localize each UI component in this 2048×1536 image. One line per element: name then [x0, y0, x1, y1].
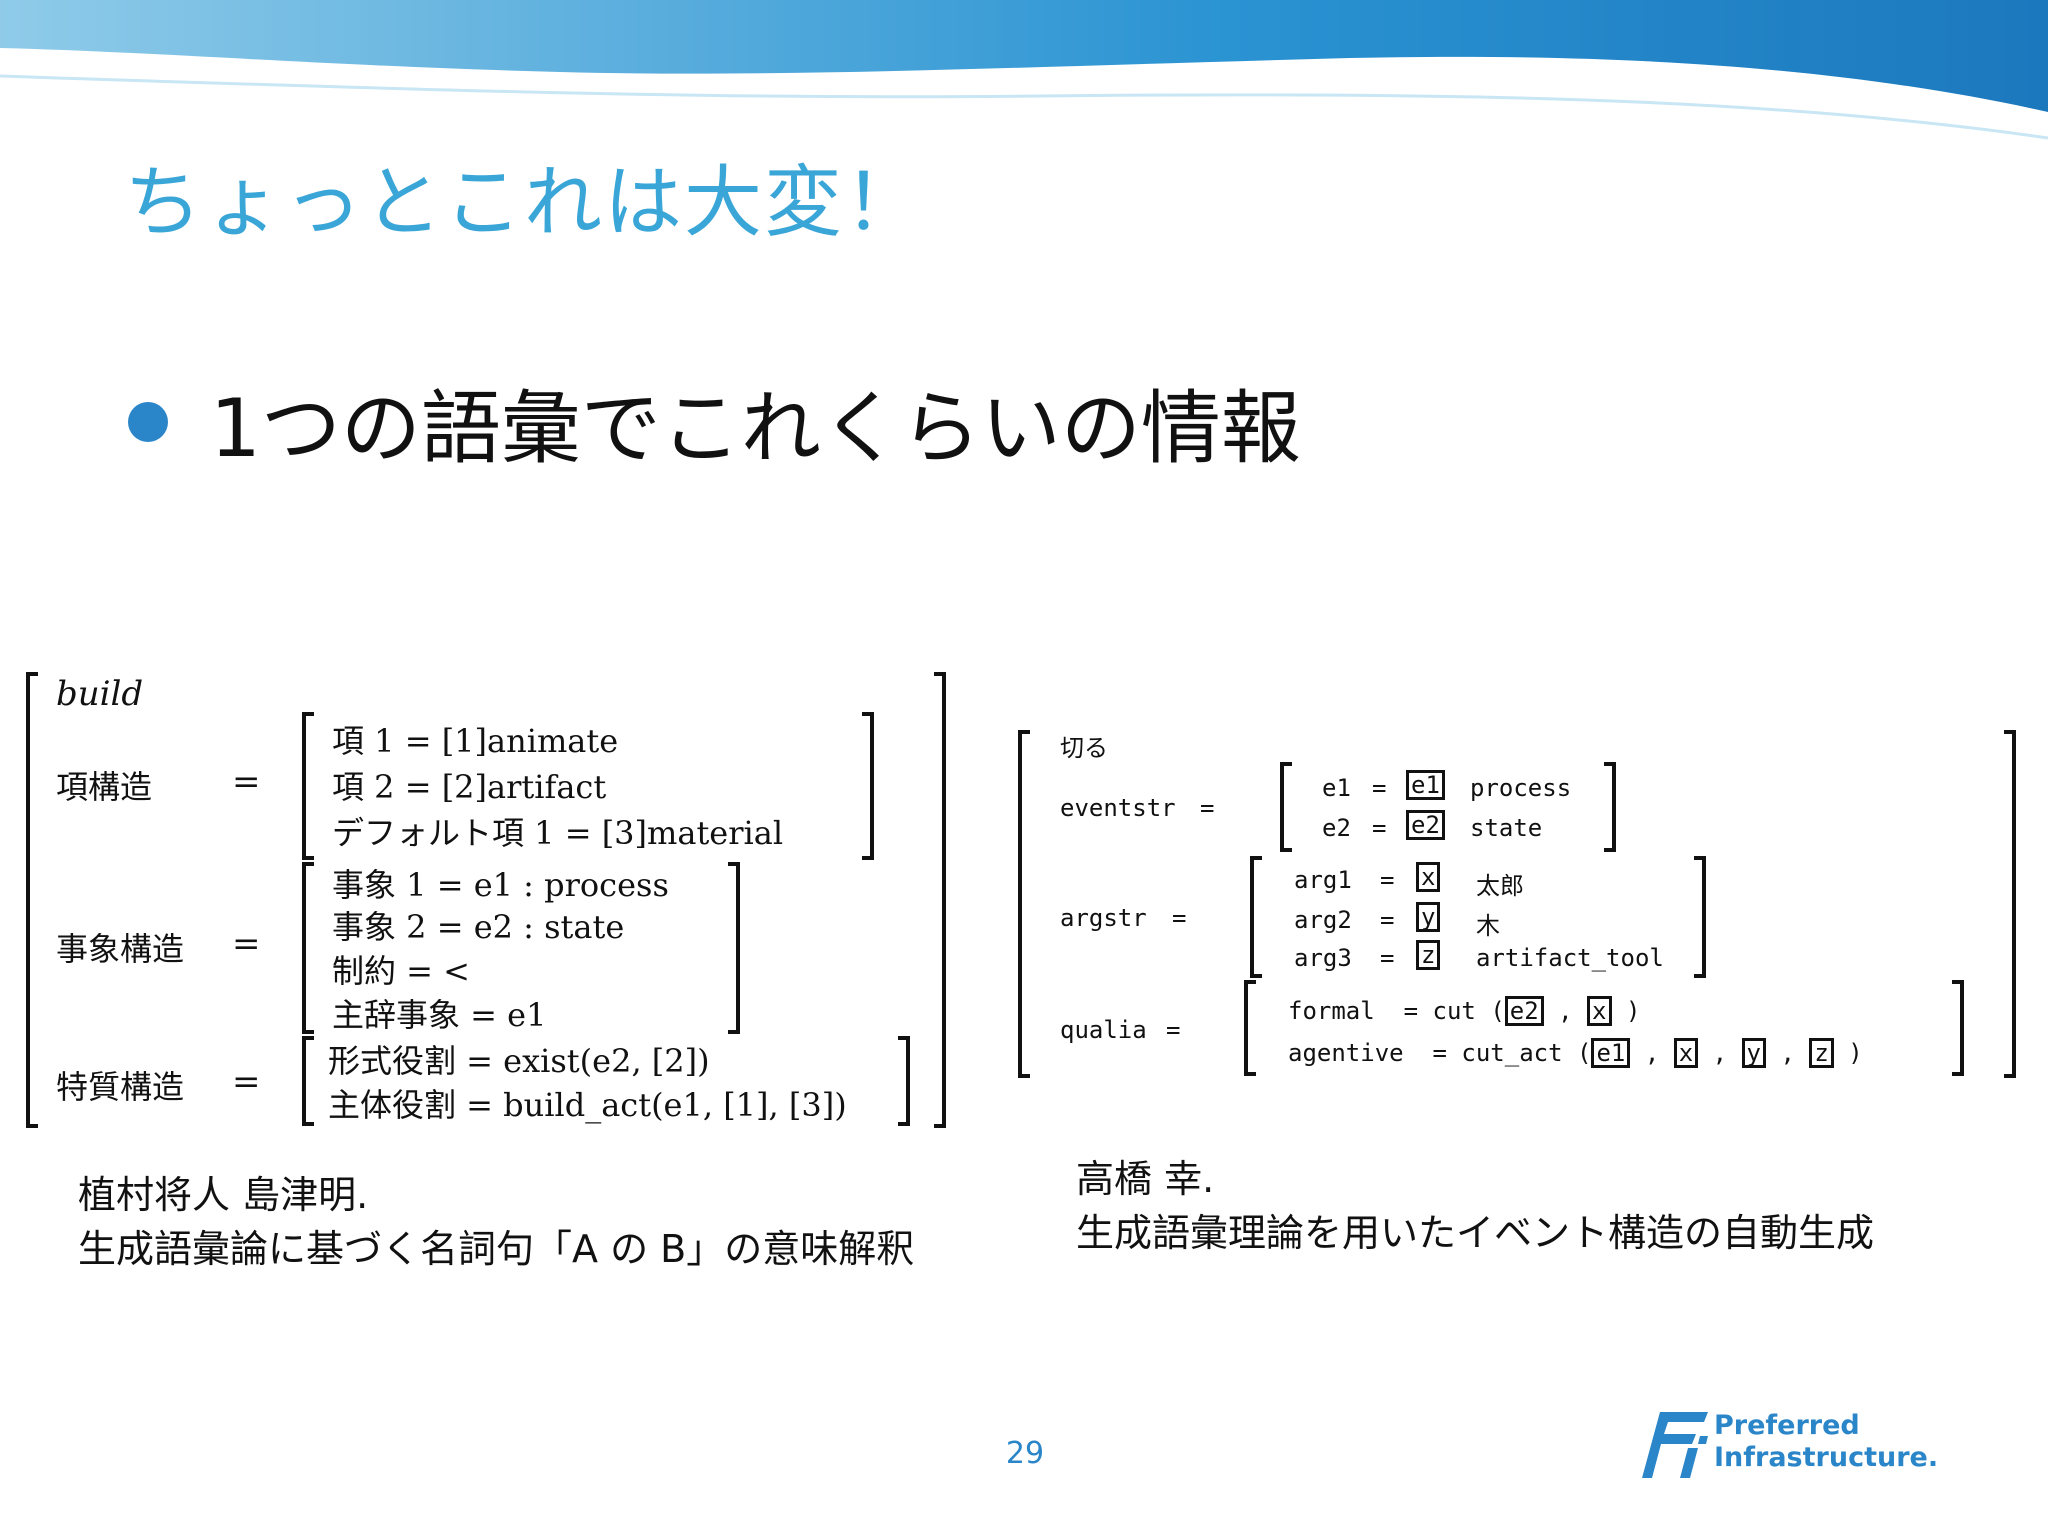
right-brackets [1018, 730, 2016, 1078]
qualia-structure-label: 特質構造 [56, 1068, 185, 1106]
eventstr-row-value: state [1470, 814, 1543, 842]
logo-mark-icon [1642, 1412, 1708, 1478]
arg-item: デフォルト項 1 = [3]material [332, 814, 784, 852]
argstr-row-value: 太郎 [1476, 872, 1524, 900]
left-head-word: build [56, 674, 144, 714]
argstr-row-eq: = [1380, 866, 1395, 894]
bullet-text: 1つの語彙でこれくらいの情報 [210, 382, 1301, 475]
eventstr-row-value: process [1470, 774, 1572, 802]
eventstr-row-tag: e1 [1406, 770, 1445, 800]
event-item: 主辞事象 = e1 [332, 996, 547, 1034]
qualia-structure-eq: = [232, 1062, 261, 1102]
qualia-eq: = [1166, 1016, 1181, 1044]
event-structure-eq: = [232, 924, 261, 964]
left-citation-authors: 植村将人 島津明. [78, 1173, 369, 1217]
logo-text: Preferred Infrastructure. [1714, 1410, 1939, 1473]
company-logo: Preferred Infrastructure. [1642, 1406, 1962, 1486]
eventstr-label: eventstr [1060, 794, 1176, 822]
event-item: 事象 1 = e1 : process [332, 866, 669, 904]
argstr-row-value: 木 [1476, 912, 1500, 940]
right-citation-title: 生成語彙理論を用いたイベント構造の自動生成 [1076, 1211, 1875, 1255]
qualia-item: 形式役割 = exist(e2, [2]) [328, 1042, 710, 1080]
left-citation-title: 生成語彙論に基づく名詞句「A の B」の意味解釈 [78, 1227, 915, 1271]
qualia-label: qualia [1060, 1016, 1147, 1044]
bullet-item: 1つの語彙でこれくらいの情報 [128, 364, 1301, 480]
argstr-row-eq: = [1380, 906, 1395, 934]
left-feature-structure: build 項構造 = 項 1 = [1]animate 項 2 = [2]ar… [22, 670, 952, 1130]
header-wave-decoration [0, 0, 2048, 140]
right-citation-author: 高橋 幸. [1076, 1157, 1215, 1201]
eventstr-row-name: e1 [1322, 774, 1351, 802]
argstr-row-eq: = [1380, 944, 1395, 972]
argstr-row-tag: y [1416, 902, 1441, 932]
eventstr-eq: = [1200, 794, 1215, 822]
event-structure-label: 事象構造 [56, 930, 185, 968]
arg-structure-label: 項構造 [56, 768, 153, 806]
event-item: 事象 2 = e2 : state [332, 908, 625, 946]
eventstr-row-eq: = [1372, 774, 1387, 802]
arg-item: 項 2 = [2]artifact [332, 768, 607, 806]
bullet-dot-icon [128, 402, 168, 442]
argstr-label: argstr [1060, 904, 1147, 932]
qualia-formal-row: formal = cut (e2 , x ) [1288, 996, 1641, 1026]
argstr-row-value: artifact_tool [1476, 944, 1664, 972]
eventstr-row-tag: e2 [1406, 810, 1445, 840]
left-brackets [26, 672, 946, 1128]
eventstr-row-eq: = [1372, 814, 1387, 842]
argstr-row-tag: z [1416, 940, 1441, 970]
page-number: 29 [1005, 1436, 1045, 1471]
argstr-row-name: arg3 [1294, 944, 1352, 972]
eventstr-row-name: e2 [1322, 814, 1351, 842]
right-citation: 高橋 幸. 生成語彙理論を用いたイベント構造の自動生成 [1076, 1152, 1874, 1260]
argstr-row-name: arg2 [1294, 906, 1352, 934]
right-feature-structure: 切る eventstr = e1 = e1 process e2 = e2 st… [1008, 726, 2028, 1078]
argstr-row-name: arg1 [1294, 866, 1352, 894]
arg-structure-eq: = [232, 762, 261, 802]
slide-title: ちょっとこれは大変！ [124, 158, 925, 248]
right-head-word: 切る [1060, 734, 1108, 762]
argstr-row-tag: x [1416, 862, 1441, 892]
qualia-agentive-row: agentive = cut_act (e1 , x , y , z ) [1288, 1038, 1863, 1068]
arg-item: 項 1 = [1]animate [332, 722, 619, 760]
qualia-item: 主体役割 = build_act(e1, [1], [3]) [328, 1086, 847, 1124]
left-citation: 植村将人 島津明. 生成語彙論に基づく名詞句「A の B」の意味解釈 [78, 1168, 914, 1276]
event-item: 制約 = < [332, 952, 470, 990]
argstr-eq: = [1172, 904, 1187, 932]
